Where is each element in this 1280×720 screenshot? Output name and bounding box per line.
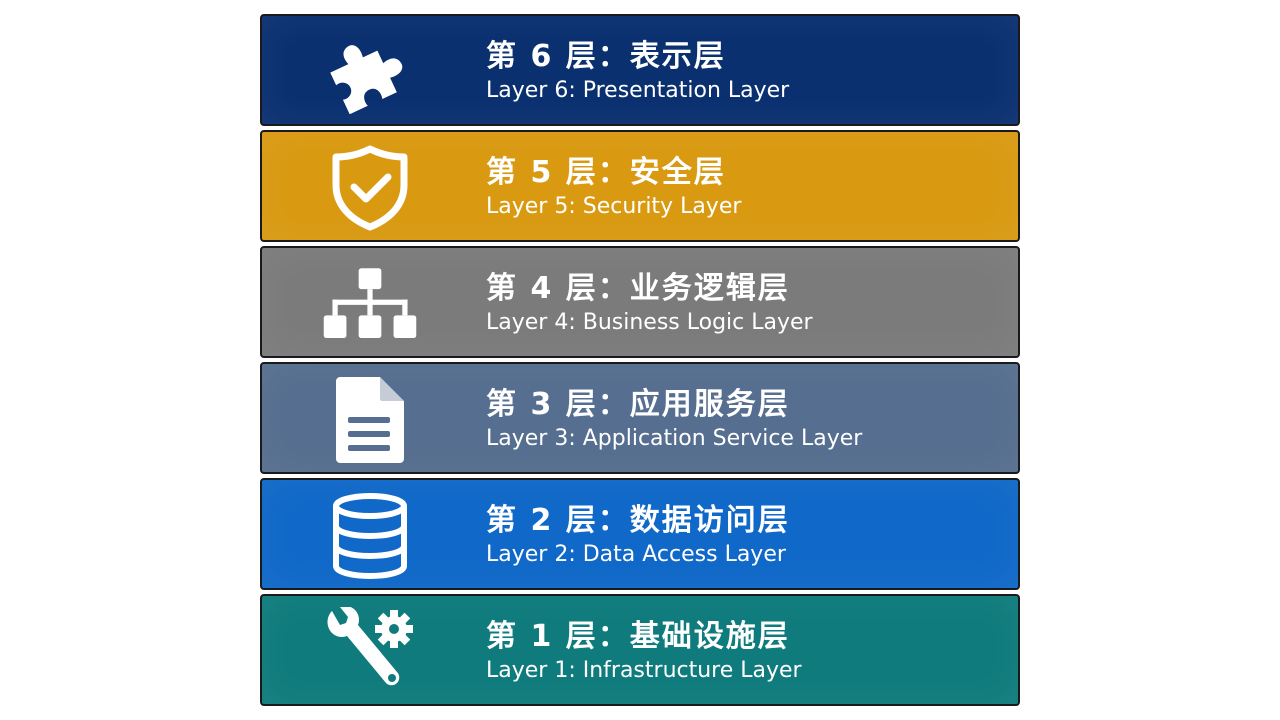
layer-4-title-cn: 第 4 层：业务逻辑层 — [486, 271, 790, 306]
layer-1-title-en: Layer 1: Infrastructure Layer — [486, 658, 802, 683]
layer-6-title-en: Layer 6: Presentation Layer — [486, 78, 790, 103]
layer-6: 第 6 层：表示层 Layer 6: Presentation Layer — [260, 14, 1020, 126]
layer-3-text: 第 3 层：应用服务层 Layer 3: Application Service… — [486, 386, 862, 454]
layer-5-title-cn: 第 5 层：安全层 — [486, 155, 726, 190]
layer-1-title-cn: 第 1 层：基础设施层 — [486, 619, 790, 654]
layer-3: 第 3 层：应用服务层 Layer 3: Application Service… — [260, 362, 1020, 474]
wrench-gear-icon — [322, 607, 418, 690]
layer-4-title-en: Layer 4: Business Logic Layer — [486, 310, 813, 335]
puzzle-icon — [322, 34, 418, 114]
layer-2-title-en: Layer 2: Data Access Layer — [486, 542, 786, 567]
layer-4: 第 4 层：业务逻辑层 Layer 4: Business Logic Laye… — [260, 246, 1020, 358]
layer-3-title-cn: 第 3 层：应用服务层 — [486, 387, 790, 422]
layer-1-text: 第 1 层：基础设施层 Layer 1: Infrastructure Laye… — [486, 618, 802, 686]
layer-2: 第 2 层：数据访问层 Layer 2: Data Access Layer — [260, 478, 1020, 590]
layer-6-title-cn: 第 6 层：表示层 — [486, 39, 726, 74]
database-icon — [322, 493, 418, 580]
layer-stack: 第 6 层：表示层 Layer 6: Presentation Layer 第 … — [260, 14, 1020, 710]
layer-4-text: 第 4 层：业务逻辑层 Layer 4: Business Logic Laye… — [486, 270, 813, 338]
layer-6-text: 第 6 层：表示层 Layer 6: Presentation Layer — [486, 38, 789, 106]
layer-1: 第 1 层：基础设施层 Layer 1: Infrastructure Laye… — [260, 594, 1020, 706]
layer-5-title-en: Layer 5: Security Layer — [486, 194, 742, 219]
layer-5: 第 5 层：安全层 Layer 5: Security Layer — [260, 130, 1020, 242]
layer-2-text: 第 2 层：数据访问层 Layer 2: Data Access Layer — [486, 502, 790, 570]
layer-2-title-cn: 第 2 层：数据访问层 — [486, 503, 790, 538]
layer-5-text: 第 5 层：安全层 Layer 5: Security Layer — [486, 154, 741, 222]
layer-3-title-en: Layer 3: Application Service Layer — [486, 426, 863, 451]
shield-check-icon — [322, 145, 418, 231]
document-icon — [322, 377, 418, 463]
hierarchy-icon — [322, 266, 418, 342]
